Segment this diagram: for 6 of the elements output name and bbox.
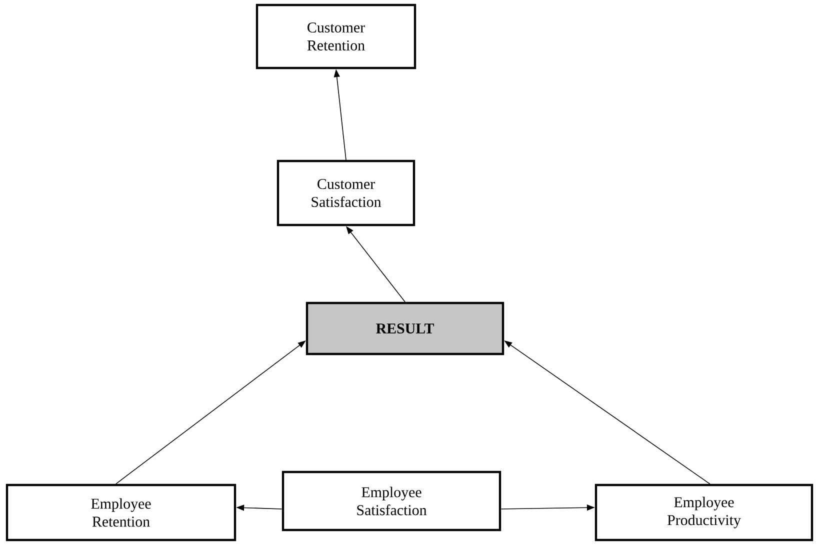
- process-box: Customer Retention: [256, 4, 416, 70]
- result-box: RESULT: [306, 302, 504, 356]
- process-box: Customer Satisfaction: [276, 160, 416, 226]
- process-box: Employee Satisfaction: [282, 470, 502, 532]
- process-box: Employee Productivity: [594, 484, 814, 542]
- process-box: Employee Retention: [6, 484, 236, 542]
